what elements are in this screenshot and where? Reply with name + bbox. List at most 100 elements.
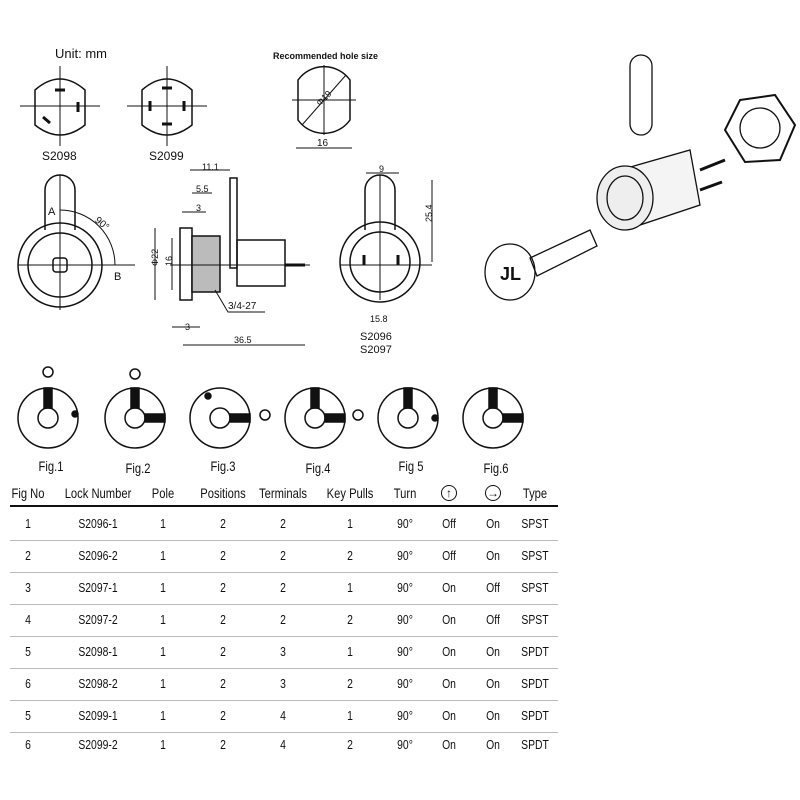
table-cell: 1 (347, 644, 353, 659)
dim-11-1: 11.1 (202, 162, 219, 172)
contact-ring (259, 409, 271, 421)
thread-size: 3/4-27 (228, 301, 257, 312)
switch-figure (189, 387, 271, 449)
row-divider (10, 732, 558, 733)
column-header: Fig No (11, 485, 45, 501)
table-cell: 90° (397, 676, 413, 691)
table-cell: Off (442, 516, 456, 531)
dim-22: Φ22 (150, 249, 160, 266)
table-cell: On (442, 612, 456, 627)
table-cell: 1 (160, 676, 166, 691)
s2098-label: S2098 (42, 149, 77, 163)
position-b: B (114, 271, 121, 283)
contact-dot (431, 414, 439, 422)
figure-label: Fig 5 (398, 458, 424, 474)
table-cell: S2099-2 (78, 737, 118, 752)
column-header: Lock Number (64, 485, 132, 501)
table-cell: SPST (521, 516, 549, 531)
table-cell: 90° (397, 737, 413, 752)
table-cell: 3 (25, 580, 31, 595)
column-header: Positions (200, 485, 246, 501)
hole-width: 16 (317, 138, 329, 149)
table-cell: 1 (160, 737, 166, 752)
table-cell: On (486, 644, 500, 659)
table-cell: 2 (220, 516, 226, 531)
table-cell: 1 (160, 708, 166, 723)
lock-product-illustration: JL (484, 54, 797, 301)
s2096-label: S2096 (360, 331, 392, 343)
table-cell: On (442, 708, 456, 723)
table-cell: 5 (25, 644, 31, 659)
table-cell: On (442, 737, 456, 752)
table-cell: On (486, 676, 500, 691)
column-header: Pole (151, 485, 175, 501)
table-cell: 2 (220, 676, 226, 691)
table-cell: On (486, 737, 500, 752)
table-cell: 1 (347, 708, 353, 723)
table-cell: 4 (280, 737, 286, 752)
table-cell: S2097-2 (78, 612, 118, 627)
switch-figure (462, 387, 524, 449)
switch-position-figures (17, 366, 524, 449)
table-cell: 4 (280, 708, 286, 723)
table-cell: 2 (347, 676, 353, 691)
dim-36-5: 36.5 (234, 335, 252, 345)
table-cell: S2099-1 (78, 708, 118, 723)
s2099-label: S2099 (149, 149, 184, 163)
table-cell: SPDT (521, 737, 549, 752)
hole-diameter: Φ19 (314, 89, 333, 108)
table-cell: 3 (280, 644, 286, 659)
table-cell: 5 (25, 708, 31, 723)
table-cell: 6 (25, 676, 31, 691)
table-cell: 2 (280, 516, 286, 531)
table-cell: On (486, 516, 500, 531)
dim-25-4: 25.4 (424, 204, 434, 222)
table-cell: 1 (160, 548, 166, 563)
table-cell: 2 (347, 737, 353, 752)
table-cell: SPST (521, 612, 549, 627)
dim-5-5: 5.5 (196, 184, 209, 194)
table-cell: 1 (160, 580, 166, 595)
dim-3-bottom: 3 (185, 322, 190, 332)
table-cell: 1 (160, 612, 166, 627)
figure-label: Fig.3 (210, 458, 236, 474)
table-cell: 2 (220, 708, 226, 723)
side-view (154, 169, 310, 346)
table-cell: 6 (25, 737, 31, 752)
row-divider (10, 668, 558, 669)
switch-figure (377, 387, 439, 449)
table-cell: 2 (220, 644, 226, 659)
column-header: Terminals (259, 485, 307, 501)
switch-figure (17, 366, 79, 449)
dim-3-top: 3 (196, 203, 201, 213)
table-cell: 2 (220, 737, 226, 752)
table-cell: On (442, 676, 456, 691)
dim-9: 9 (379, 164, 384, 174)
contact-ring (42, 366, 54, 378)
table-cell: On (486, 708, 500, 723)
front-view (17, 174, 135, 310)
arrow-right-icon: → (485, 485, 501, 501)
table-cell: 2 (280, 548, 286, 563)
table-cell: S2096-2 (78, 548, 118, 563)
contact-dot (71, 410, 79, 418)
figure-label: Fig.2 (125, 460, 151, 476)
contact-dot (204, 392, 212, 400)
table-cell: 1 (160, 516, 166, 531)
table-cell: SPST (521, 548, 549, 563)
table-cell: 1 (25, 516, 31, 531)
table-cell: 90° (397, 580, 413, 595)
table-cell: 2 (347, 548, 353, 563)
row-divider (10, 540, 558, 541)
column-header: Turn (393, 485, 417, 501)
hole-size-label: Recommended hole size (273, 51, 378, 61)
table-cell: 90° (397, 708, 413, 723)
table-cell: SPDT (521, 676, 549, 691)
header-divider (10, 505, 558, 507)
rotation-angle: 90° (92, 215, 111, 233)
table-cell: S2097-1 (78, 580, 118, 595)
table-cell: On (442, 644, 456, 659)
svg-text:JL: JL (500, 264, 521, 284)
s2097-label: S2097 (360, 344, 392, 356)
